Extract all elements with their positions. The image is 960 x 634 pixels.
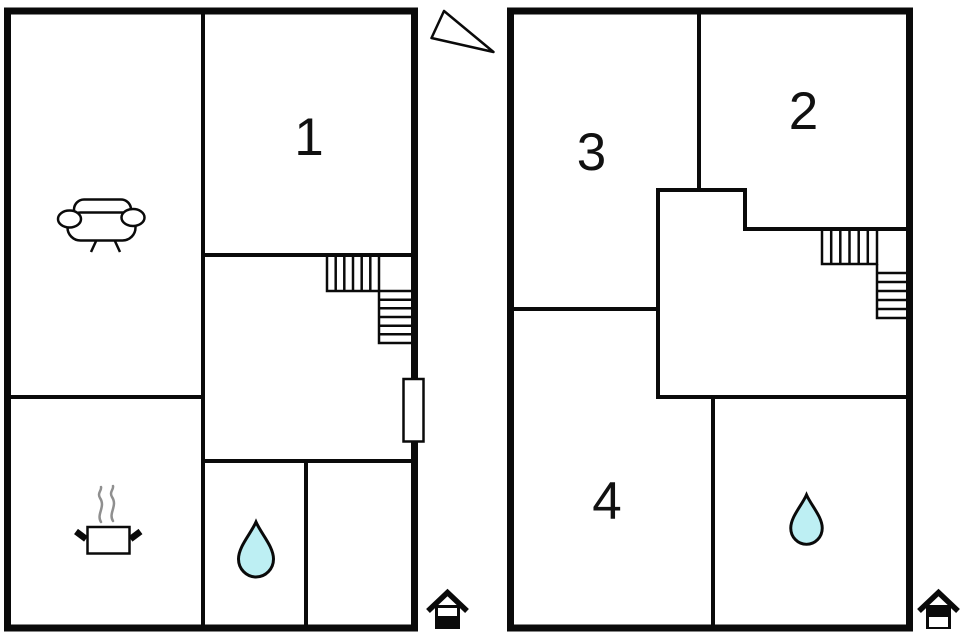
cooking-pot-icon bbox=[74, 484, 143, 555]
sofa-icon bbox=[56, 198, 146, 253]
room-label-3: 3 bbox=[577, 123, 606, 182]
water-drop-icon bbox=[789, 491, 824, 546]
floor-2-plan: 2 3 4 bbox=[507, 7, 913, 632]
north-arrow-icon bbox=[430, 9, 495, 54]
house-icon bbox=[917, 588, 960, 629]
stairs-icon bbox=[820, 231, 907, 320]
floor1-outer-wall bbox=[4, 7, 418, 632]
floor1-interior-walls bbox=[8, 9, 414, 627]
room-label-4: 4 bbox=[592, 472, 621, 531]
house-icon bbox=[426, 588, 469, 629]
door-marker bbox=[402, 377, 425, 443]
room-label-1: 1 bbox=[294, 108, 323, 167]
floor2-outer-wall bbox=[507, 7, 913, 632]
floor-1-plan: 1 bbox=[4, 7, 425, 632]
water-drop-icon bbox=[236, 518, 276, 579]
floor2-interior-walls bbox=[511, 9, 909, 628]
room-label-2: 2 bbox=[789, 82, 818, 141]
stairs-icon bbox=[325, 257, 412, 345]
